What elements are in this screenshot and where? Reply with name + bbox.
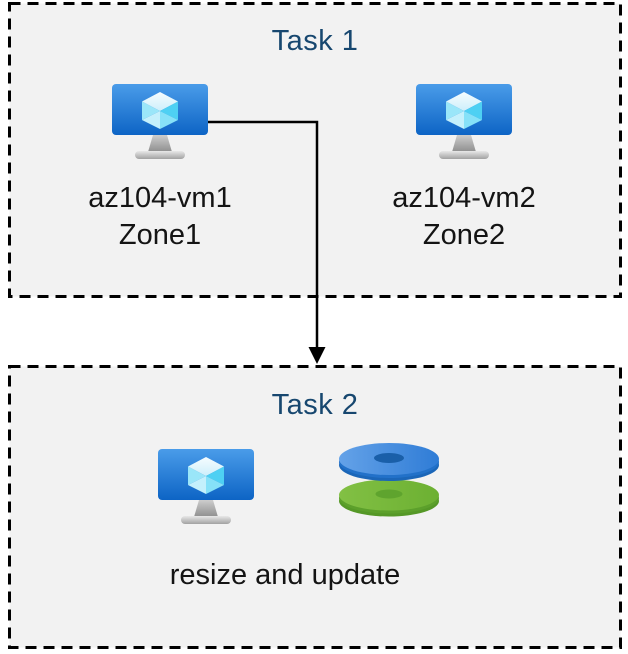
arrowhead-icon — [308, 347, 326, 364]
monitor-base — [135, 151, 185, 159]
vm2-zone: Zone2 — [422, 219, 506, 251]
vm2-label: az104-vm2 Zone2 — [364, 180, 564, 254]
disks-icon — [339, 443, 439, 517]
vm1-name: az104-vm1 — [88, 182, 232, 214]
task2-caption: resize and update — [169, 559, 401, 591]
monitor-stand — [452, 135, 476, 152]
cube-icon — [142, 92, 178, 129]
virtual-machine-icon — [112, 84, 208, 159]
virtual-machine-icon — [158, 449, 254, 524]
monitor-stand — [148, 135, 172, 152]
task1-box — [8, 2, 622, 298]
monitor-base — [181, 516, 231, 524]
task1-title: Task 1 — [271, 25, 359, 57]
vm1-label: az104-vm1 Zone1 — [60, 180, 260, 254]
vm1-zone: Zone1 — [118, 219, 202, 251]
task2-box — [8, 365, 622, 649]
task2-title: Task 2 — [271, 389, 359, 421]
connector-arrow — [207, 120, 326, 364]
cube-icon — [446, 92, 482, 129]
virtual-machine-icon — [416, 84, 512, 159]
cube-icon — [188, 457, 224, 494]
monitor-stand — [194, 500, 218, 517]
vm2-name: az104-vm2 — [392, 182, 536, 214]
blue-disk — [339, 443, 439, 481]
green-disk — [339, 479, 439, 517]
monitor-base — [439, 151, 489, 159]
